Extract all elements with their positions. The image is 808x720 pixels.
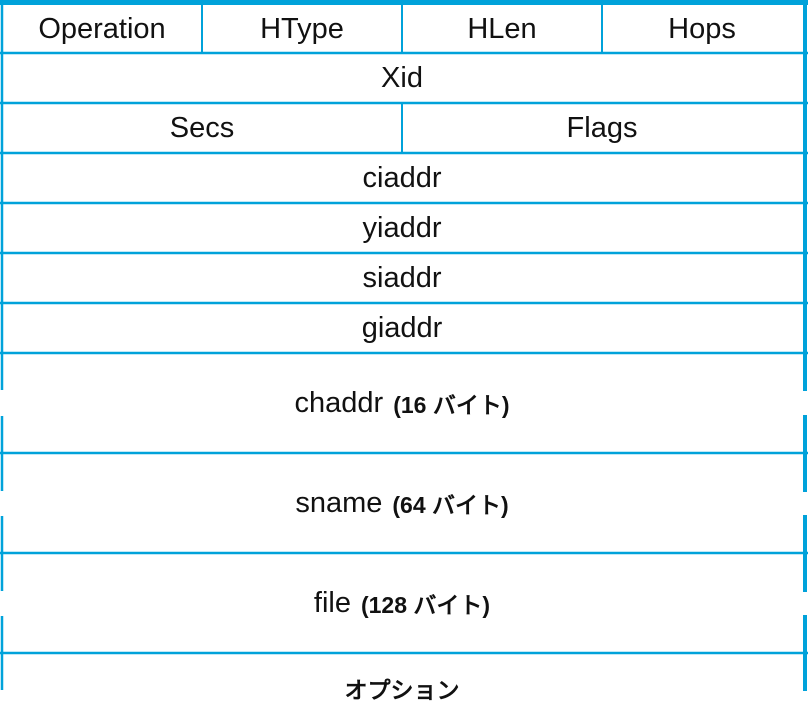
field-file-size: (128 バイト) <box>360 592 491 618</box>
field-ciaddr: ciaddr <box>362 161 442 194</box>
field-yiaddr: yiaddr <box>362 211 442 244</box>
field-giaddr: giaddr <box>361 311 443 344</box>
field-flags: Flags <box>566 111 638 144</box>
field-sname-size: (64 バイト) <box>392 492 509 518</box>
field-chaddr: chaddr (16 バイト) <box>2 353 802 453</box>
field-operation: Operation <box>38 12 166 45</box>
field-file-name: file <box>313 586 351 619</box>
field-xid: Xid <box>381 61 423 94</box>
field-secs: Secs <box>169 111 235 144</box>
field-chaddr-name: chaddr <box>294 386 384 419</box>
field-options: オプション <box>2 660 802 715</box>
field-hops: Hops <box>668 12 736 45</box>
field-htype: HType <box>260 12 344 45</box>
field-sname: sname (64 バイト) <box>2 453 802 553</box>
field-options-label: オプション <box>344 676 460 703</box>
field-chaddr-size: (16 バイト) <box>393 392 510 418</box>
field-hlen: HLen <box>467 12 537 45</box>
field-sname-name: sname <box>295 486 383 519</box>
field-file: file (128 バイト) <box>2 553 802 653</box>
field-siaddr: siaddr <box>362 261 442 294</box>
